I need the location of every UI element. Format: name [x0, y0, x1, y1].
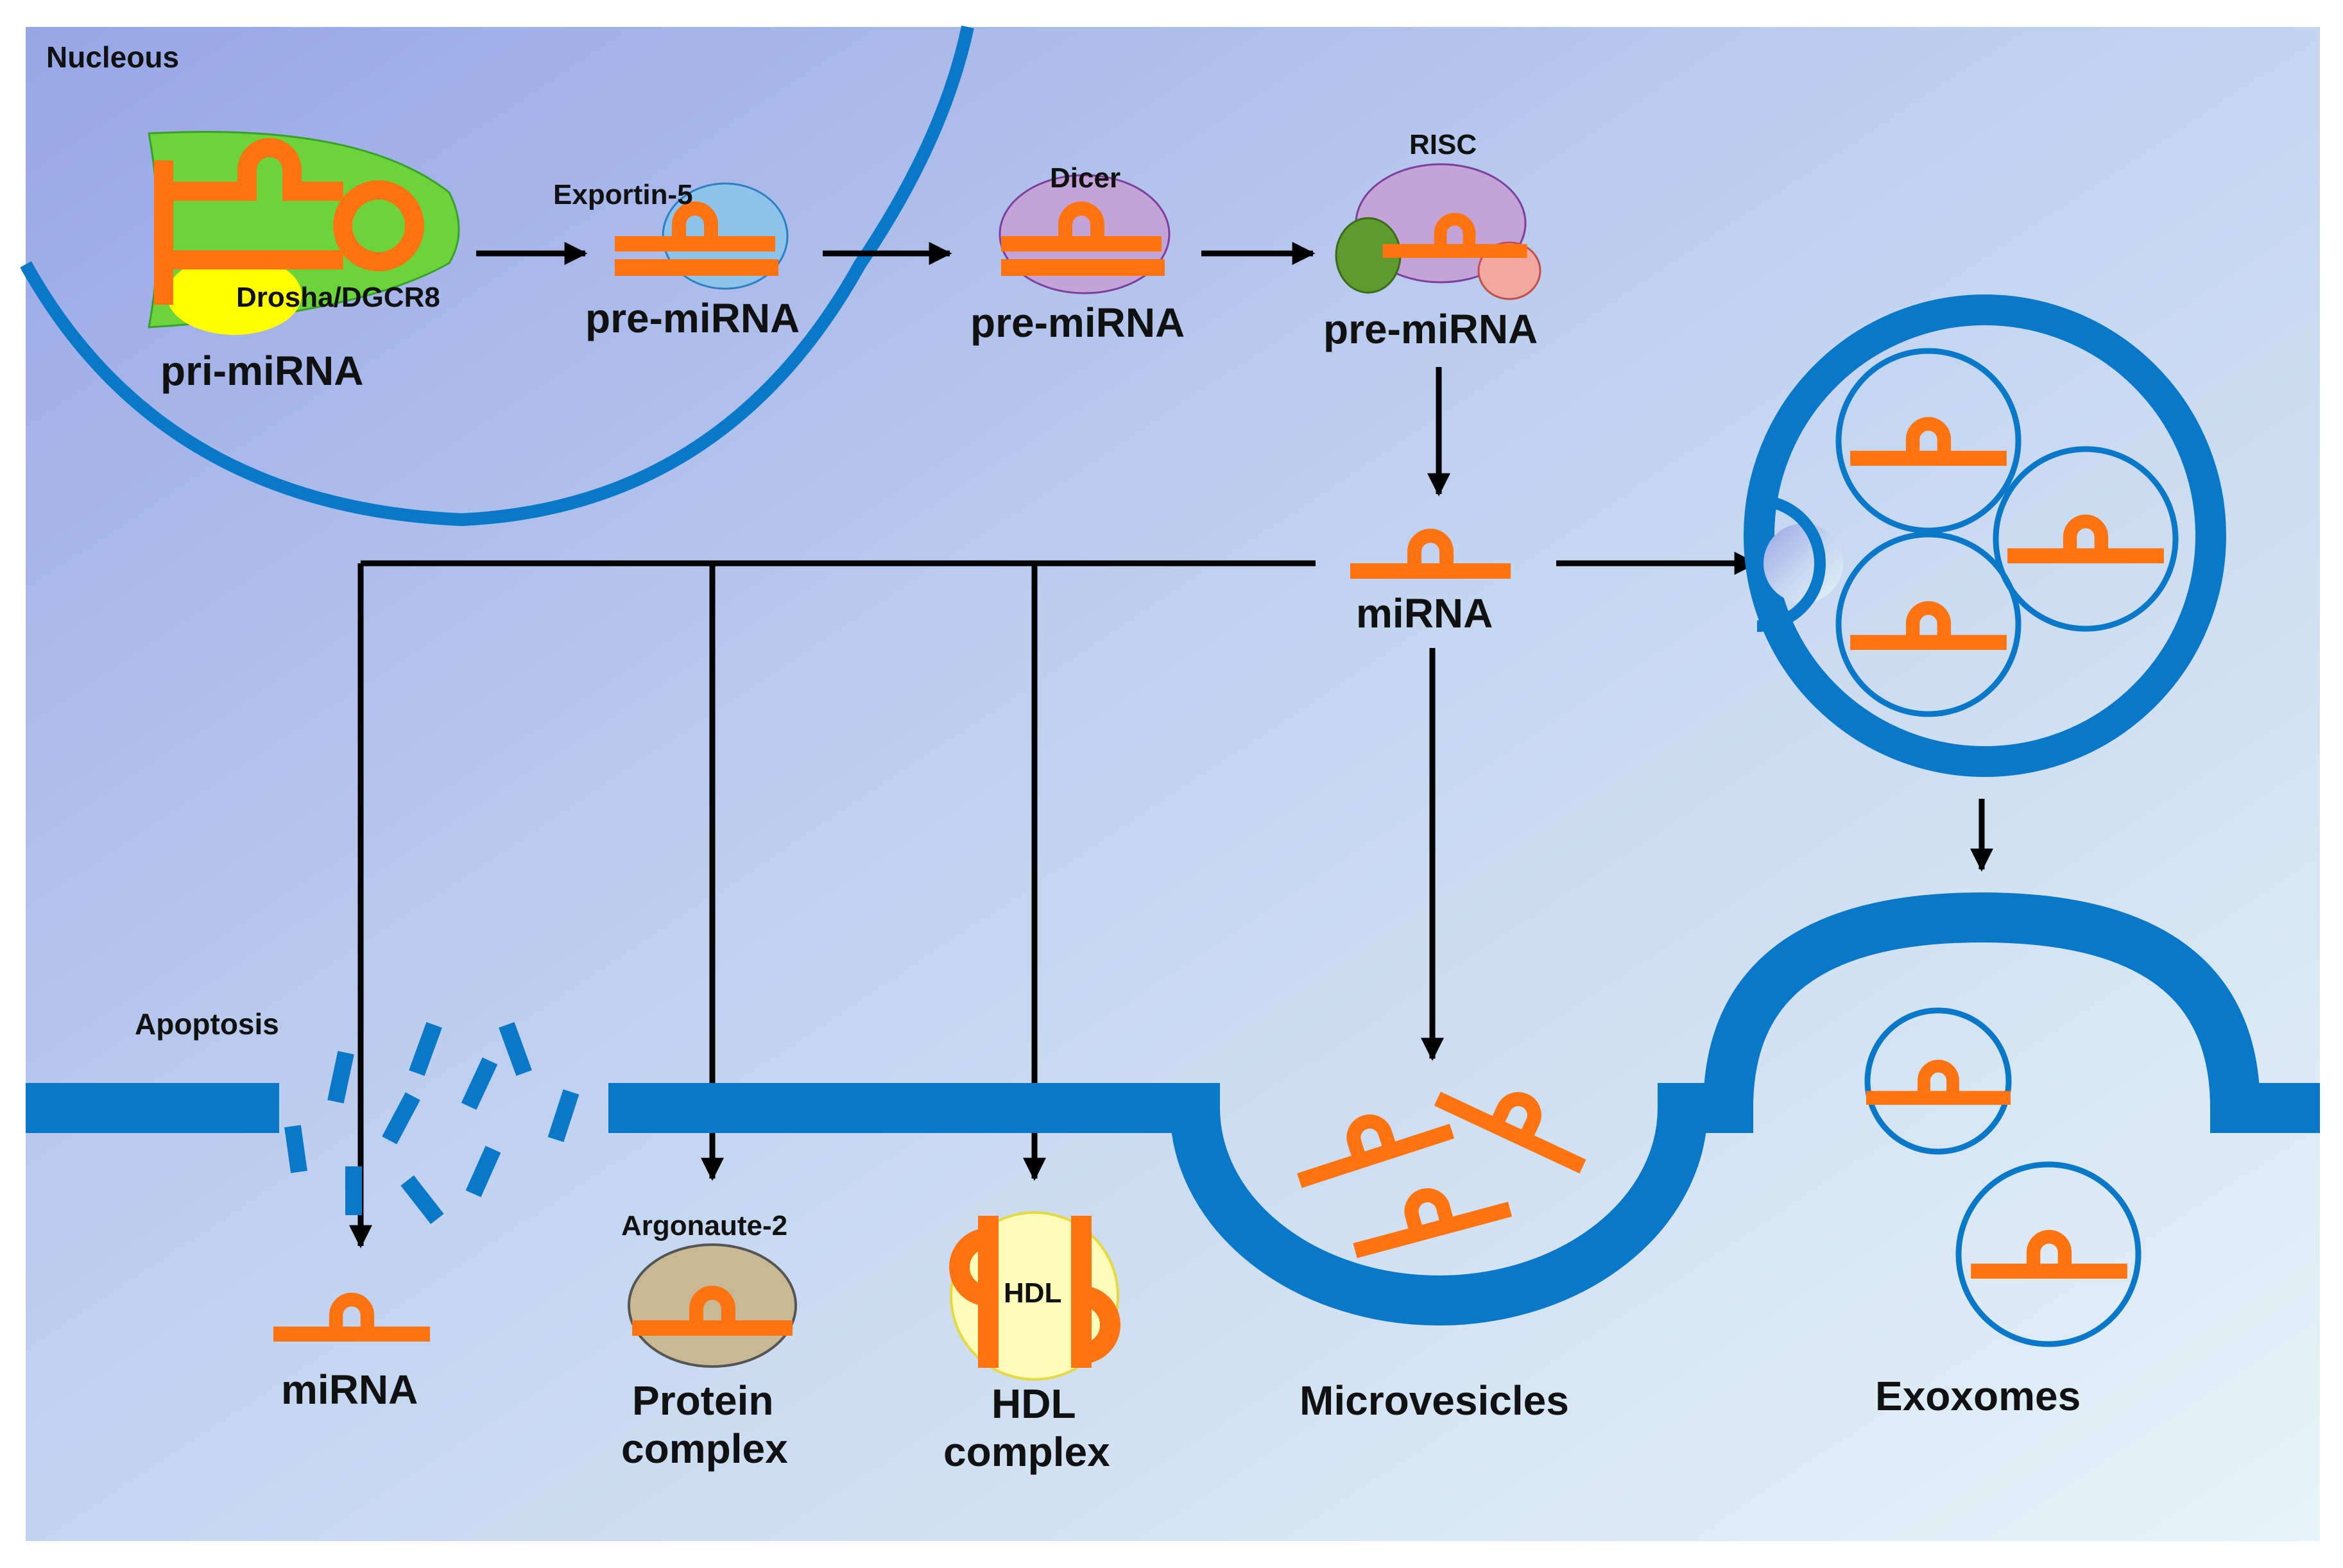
protein-complex-label-1: Protein	[632, 1377, 773, 1424]
plasma-membrane	[26, 892, 2320, 1325]
distribution-arrows	[349, 552, 1993, 1248]
mirna-center-label: miRNA	[1356, 590, 1493, 636]
nucleus-membrane	[20, 25, 974, 527]
argonaute-shape	[628, 1243, 797, 1368]
drosha-label: Drosha/DGCR8	[236, 282, 440, 313]
argonaute-label: Argonaute-2	[621, 1210, 787, 1241]
mirna-free-label: miRNA	[281, 1367, 418, 1413]
risc-label: RISC	[1409, 129, 1477, 160]
nucleus-label: Nucleous	[46, 40, 179, 74]
mvb-inner-vesicle	[1993, 446, 2179, 632]
pri-mirna-label: pri-miRNA	[160, 348, 363, 394]
exosome-vesicle	[1866, 1007, 2011, 1155]
mvb-inner-vesicle	[1835, 348, 2021, 534]
pre-mirna-label-3: pre-miRNA	[1323, 306, 1538, 352]
microvesicles-label: Microvesicles	[1300, 1377, 1569, 1424]
pri-mirna-hairpin	[154, 138, 424, 305]
apoptosis-fragments	[284, 1021, 579, 1224]
multivesicular-body	[1744, 294, 2226, 777]
hdl-complex: HDL	[949, 1211, 1120, 1381]
dicer-label: Dicer	[1050, 162, 1120, 194]
exportin-complex	[615, 182, 789, 290]
exosome-vesicle	[1955, 1161, 2141, 1347]
risc-complex	[1335, 163, 1541, 300]
argonaute-complex	[628, 1243, 797, 1368]
pre-mirna-label-2: pre-miRNA	[970, 300, 1185, 346]
mvb-inner-vesicle	[1835, 531, 2021, 717]
hdl-complex-label-1: HDL	[991, 1381, 1076, 1427]
protein-complex-label-2: complex	[621, 1426, 788, 1472]
pre-mirna-label-1: pre-miRNA	[585, 295, 800, 341]
dicer-complex	[1000, 174, 1171, 294]
drosha-complex: Drosha/DGCR8	[148, 130, 460, 335]
hdl-label: HDL	[1004, 1277, 1061, 1309]
exoxomes-label: Exoxomes	[1875, 1373, 2081, 1419]
hdl-complex-label-2: complex	[943, 1429, 1110, 1475]
process-arrows	[476, 242, 1450, 497]
apoptosis-label: Apoptosis	[135, 1007, 279, 1041]
drosha-yellow-shape	[167, 255, 302, 335]
exportin-label: Exportin-5	[553, 179, 693, 210]
